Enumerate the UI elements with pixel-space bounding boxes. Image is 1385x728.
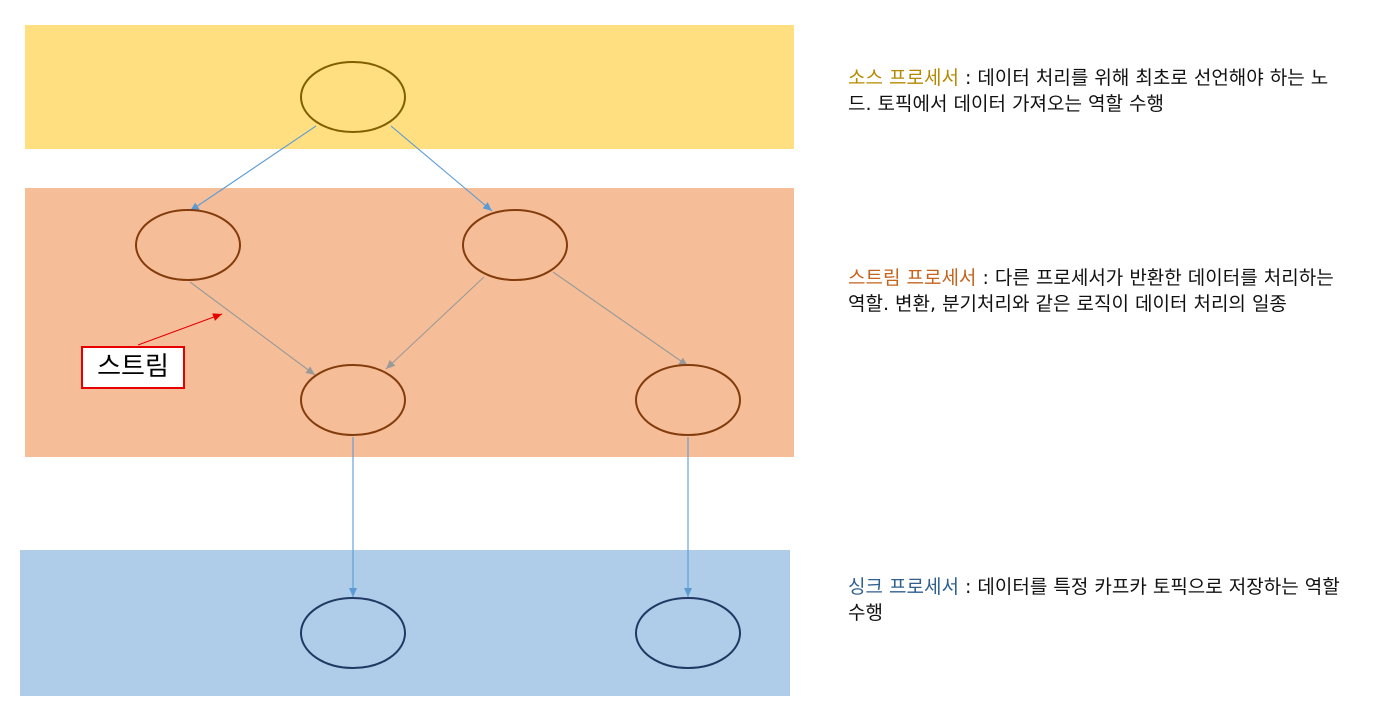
- sink-processor-node-right: [635, 597, 741, 669]
- source-description-text: 데이터 처리를 위해 최초로 선언해야 하는 노드. 토픽에서 데이터 가져오는…: [848, 67, 1329, 115]
- edge-stream-right-to-stream-center: [385, 276, 485, 370]
- source-processor-description: 소스 프로세서 : 데이터 처리를 위해 최초로 선언해야 하는 노드. 토픽에…: [848, 65, 1348, 117]
- edge-stream-right-to-stream-far: [552, 271, 689, 367]
- sink-processor-node-left: [300, 597, 406, 669]
- stream-separator: :: [976, 267, 995, 289]
- sink-processor-description: 싱크 프로세서 : 데이터를 특정 카프카 토픽으로 저장하는 역할 수행: [848, 574, 1348, 626]
- stream-processor-node-far-right: [635, 364, 741, 436]
- sink-separator: :: [958, 576, 978, 598]
- edge-source-to-stream-right: [390, 125, 493, 212]
- stream-callout-pointer: [137, 313, 223, 346]
- stream-description-text: 다른 프로세서가 반환한 데이터를 처리하는 역할. 변환, 분기처리와 같은 …: [848, 267, 1334, 315]
- edge-stream-left-to-stream-center: [189, 281, 316, 376]
- source-separator: :: [958, 67, 978, 89]
- source-processor-term: 소스 프로세서: [848, 67, 959, 89]
- source-layer-band: [25, 25, 794, 149]
- stream-processor-description: 스트림 프로세서 : 다른 프로세서가 반환한 데이터를 처리하는 역할. 변환…: [848, 265, 1348, 317]
- edge-source-to-stream-left: [189, 125, 317, 212]
- stream-processor-node-left: [135, 209, 241, 281]
- sink-description-text: 데이터를 특정 카프카 토픽으로 저장하는 역할 수행: [848, 576, 1340, 624]
- source-processor-node: [300, 61, 406, 133]
- stream-callout-label: 스트림: [81, 346, 185, 389]
- stream-processor-node-right: [462, 209, 568, 281]
- sink-processor-term: 싱크 프로세서: [848, 576, 959, 598]
- stream-processor-node-center: [300, 364, 406, 436]
- stream-processor-term: 스트림 프로세서: [848, 267, 977, 289]
